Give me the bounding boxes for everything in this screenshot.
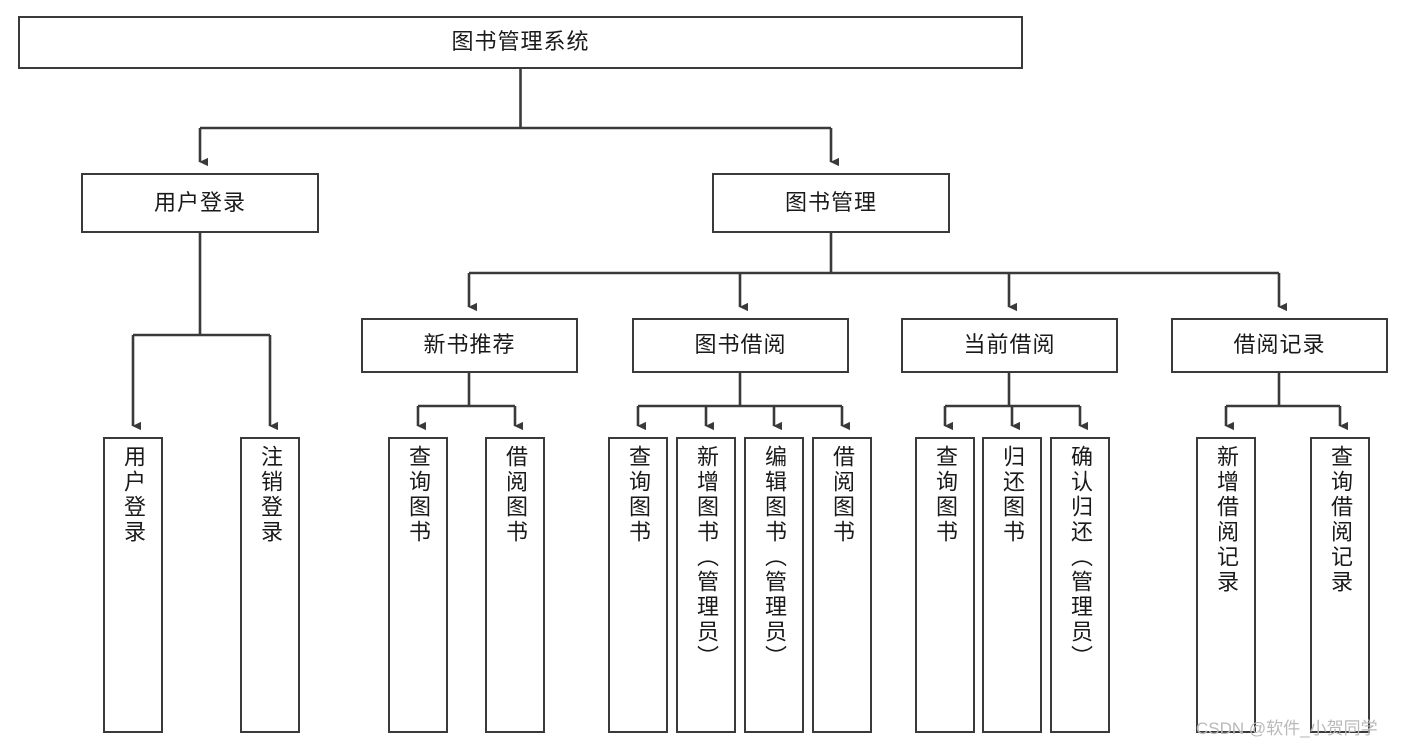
- node-leaf-add-book[interactable]: 新增图书（管理员）: [676, 437, 736, 733]
- node-leaf-borrow-book-2-label: 借阅图书: [830, 445, 855, 545]
- node-leaf-query-book-2-label: 查询图书: [626, 445, 651, 545]
- node-leaf-add-record-label: 新增借阅记录: [1214, 445, 1239, 595]
- node-leaf-borrow-book-1[interactable]: 借阅图书: [485, 437, 545, 733]
- node-leaf-borrow-book-1-label: 借阅图书: [503, 445, 528, 545]
- node-leaf-user-login-label: 用户登录: [121, 445, 146, 545]
- node-leaf-confirm-return-label: 确认归还（管理员）: [1068, 445, 1093, 670]
- node-book-manage-label: 图书管理: [784, 189, 877, 215]
- node-leaf-confirm-return[interactable]: 确认归还（管理员）: [1050, 437, 1110, 733]
- node-leaf-query-book-1[interactable]: 查询图书: [388, 437, 448, 733]
- node-leaf-edit-book-label: 编辑图书（管理员）: [762, 445, 787, 670]
- node-user-login-label: 用户登录: [153, 189, 246, 215]
- node-root-label: 图书管理系统: [451, 29, 590, 55]
- node-leaf-query-record[interactable]: 查询借阅记录: [1310, 437, 1370, 733]
- node-leaf-query-record-label: 查询借阅记录: [1328, 445, 1353, 595]
- node-leaf-return-book-label: 归还图书: [1000, 445, 1025, 545]
- node-current-borrow-label: 当前借阅: [963, 332, 1056, 358]
- node-new-book-recommend[interactable]: 新书推荐: [361, 318, 578, 373]
- node-leaf-edit-book[interactable]: 编辑图书（管理员）: [744, 437, 804, 733]
- node-leaf-add-record[interactable]: 新增借阅记录: [1196, 437, 1256, 733]
- node-borrow-record[interactable]: 借阅记录: [1171, 318, 1388, 373]
- node-leaf-return-book[interactable]: 归还图书: [982, 437, 1042, 733]
- node-leaf-borrow-book-2[interactable]: 借阅图书: [812, 437, 872, 733]
- node-leaf-user-logout-label: 注销登录: [258, 445, 283, 545]
- node-leaf-query-book-3-label: 查询图书: [933, 445, 958, 545]
- node-user-login[interactable]: 用户登录: [81, 173, 319, 233]
- node-leaf-query-book-1-label: 查询图书: [406, 445, 431, 545]
- node-book-borrow-label: 图书借阅: [694, 332, 787, 358]
- node-leaf-query-book-2[interactable]: 查询图书: [608, 437, 668, 733]
- node-root[interactable]: 图书管理系统: [18, 16, 1023, 69]
- node-book-manage[interactable]: 图书管理: [712, 173, 950, 233]
- node-borrow-record-label: 借阅记录: [1233, 332, 1326, 358]
- node-current-borrow[interactable]: 当前借阅: [901, 318, 1118, 373]
- node-leaf-add-book-label: 新增图书（管理员）: [694, 445, 719, 670]
- node-leaf-user-login[interactable]: 用户登录: [103, 437, 163, 733]
- node-leaf-user-logout[interactable]: 注销登录: [240, 437, 300, 733]
- node-new-book-recommend-label: 新书推荐: [423, 332, 516, 358]
- node-book-borrow[interactable]: 图书借阅: [632, 318, 849, 373]
- node-leaf-query-book-3[interactable]: 查询图书: [915, 437, 975, 733]
